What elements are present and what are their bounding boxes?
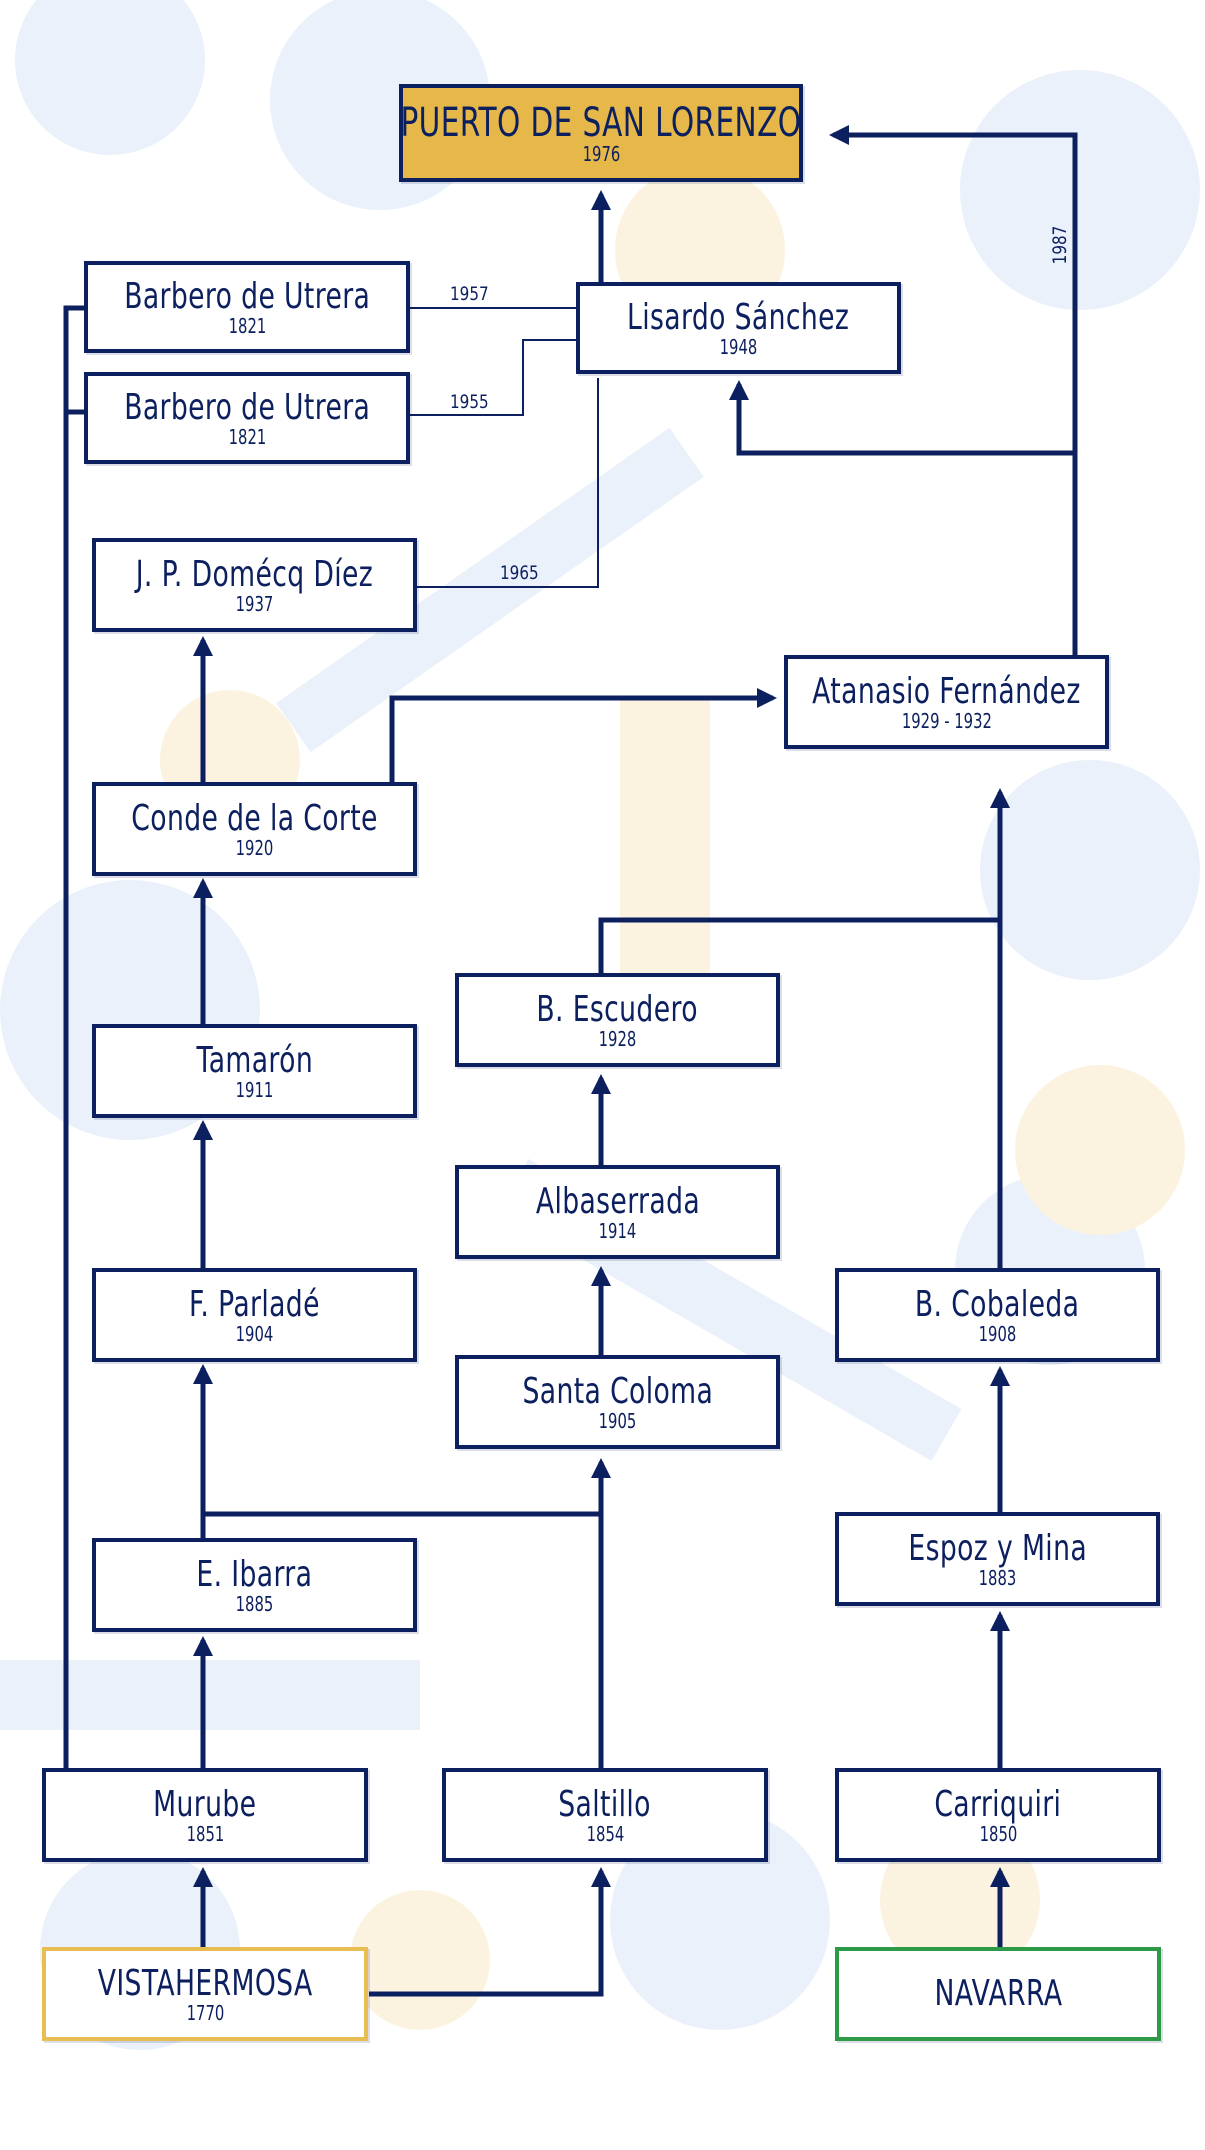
node-b-cobaleda: B. Cobaleda 1908 (835, 1268, 1160, 1362)
edge-atanasio-puerto (829, 125, 1078, 655)
edge-conde-atanasio (389, 688, 777, 784)
node-carriquiri: Carriquiri 1850 (835, 1768, 1161, 1862)
node-e-ibarra: E. Ibarra 1885 (92, 1538, 417, 1632)
node-jp-domecq-diez: J. P. Domécq Díez 1937 (92, 538, 417, 632)
node-lisardo-sanchez: Lisardo Sánchez 1948 (576, 282, 901, 374)
link-label-1965: 1965 (500, 562, 539, 584)
node-murube: Murube 1851 (42, 1768, 368, 1862)
node-barbero-de-utrera-1: Barbero de Utrera 1821 (84, 261, 410, 353)
node-saltillo: Saltillo 1854 (442, 1768, 768, 1862)
node-atanasio-fernandez: Atanasio Fernández 1929 - 1932 (784, 655, 1109, 749)
node-puerto-de-san-lorenzo: PUERTO DE SAN LORENZO 1976 (399, 84, 803, 182)
link-label-1957: 1957 (450, 283, 489, 305)
link-label-1955: 1955 (450, 391, 489, 413)
edge-murube-barbero1 (63, 305, 86, 1770)
link-label-1987: 1987 (1049, 225, 1072, 265)
edge-vistahermosa-saltillo (369, 1867, 611, 1997)
node-navarra: NAVARRA (835, 1947, 1161, 2041)
node-b-escudero: B. Escudero 1928 (455, 973, 780, 1067)
node-vistahermosa: VISTAHERMOSA 1770 (42, 1947, 368, 2041)
node-f-parlade: F. Parladé 1904 (92, 1268, 417, 1362)
node-albaserrada: Albaserrada 1914 (455, 1165, 780, 1259)
node-barbero-de-utrera-2: Barbero de Utrera 1821 (84, 372, 410, 464)
edge-domecq-lisardo (416, 378, 599, 588)
edge-atanasio-lisardo (729, 380, 1075, 456)
node-conde-de-la-corte: Conde de la Corte 1920 (92, 782, 417, 876)
node-tamaron: Tamarón 1911 (92, 1024, 417, 1118)
node-santa-coloma: Santa Coloma 1905 (455, 1355, 780, 1449)
edge-barbero2-lisardo (409, 339, 580, 416)
node-espoz-y-mina: Espoz y Mina 1883 (835, 1512, 1160, 1606)
edge-escudero-atanasio (598, 917, 1000, 975)
